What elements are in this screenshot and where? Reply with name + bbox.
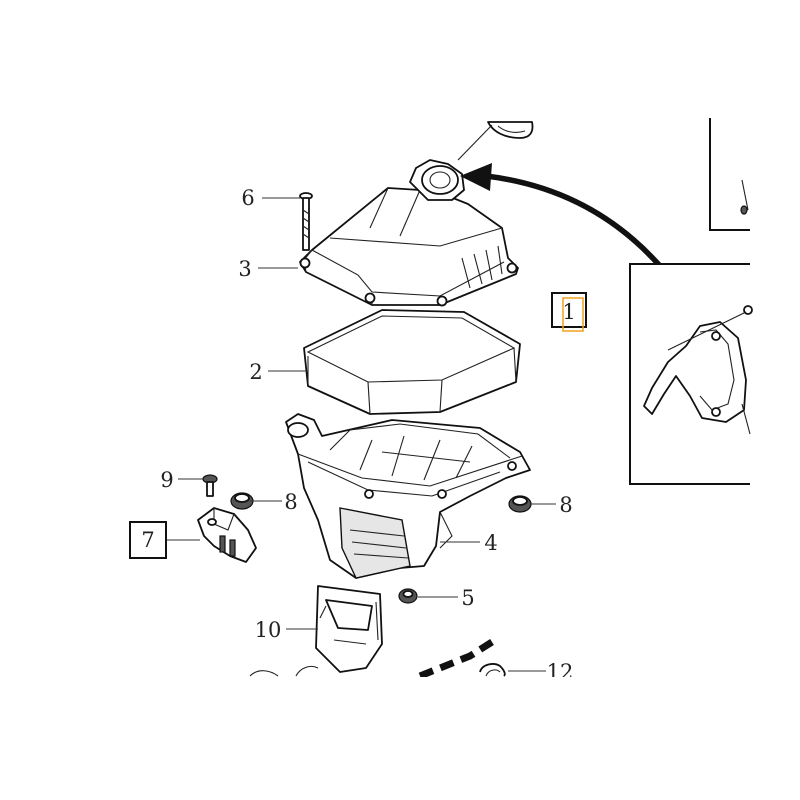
callout-10: 10 (255, 618, 282, 642)
callout-3: 3 (238, 257, 251, 281)
callout-6: 6 (241, 186, 254, 210)
bottom-hose (249, 639, 494, 680)
crop-mask (0, 677, 800, 800)
highlight-marker (562, 297, 584, 332)
grommet-left (230, 492, 254, 510)
air-duct (315, 585, 383, 673)
grommet-right (508, 495, 532, 513)
screw-top (299, 192, 313, 251)
callout-2: 2 (249, 360, 262, 384)
callout-leaders (166, 197, 556, 672)
callout-8-left: 8 (284, 490, 297, 514)
detail-box-right (629, 263, 753, 485)
callout-7-box[interactable]: 7 (129, 521, 167, 559)
callout-4: 4 (484, 531, 497, 555)
detail-arrow (460, 163, 663, 269)
filter-element (303, 309, 521, 415)
o-ring (479, 663, 506, 677)
callout-5: 5 (461, 586, 474, 610)
callout-9: 9 (160, 468, 173, 492)
intake-hose (457, 121, 534, 161)
screw-bracket (202, 474, 218, 497)
callout-1-box[interactable]: 1 (551, 292, 587, 332)
detail-box-top (709, 118, 750, 231)
air-filter-housing (285, 413, 531, 579)
mounting-bracket (197, 507, 257, 563)
nut (398, 588, 418, 604)
callout-8-right: 8 (559, 493, 572, 517)
callout-7: 7 (141, 528, 154, 552)
callout-1: 1 (562, 300, 575, 324)
air-filter-cover (299, 159, 519, 307)
